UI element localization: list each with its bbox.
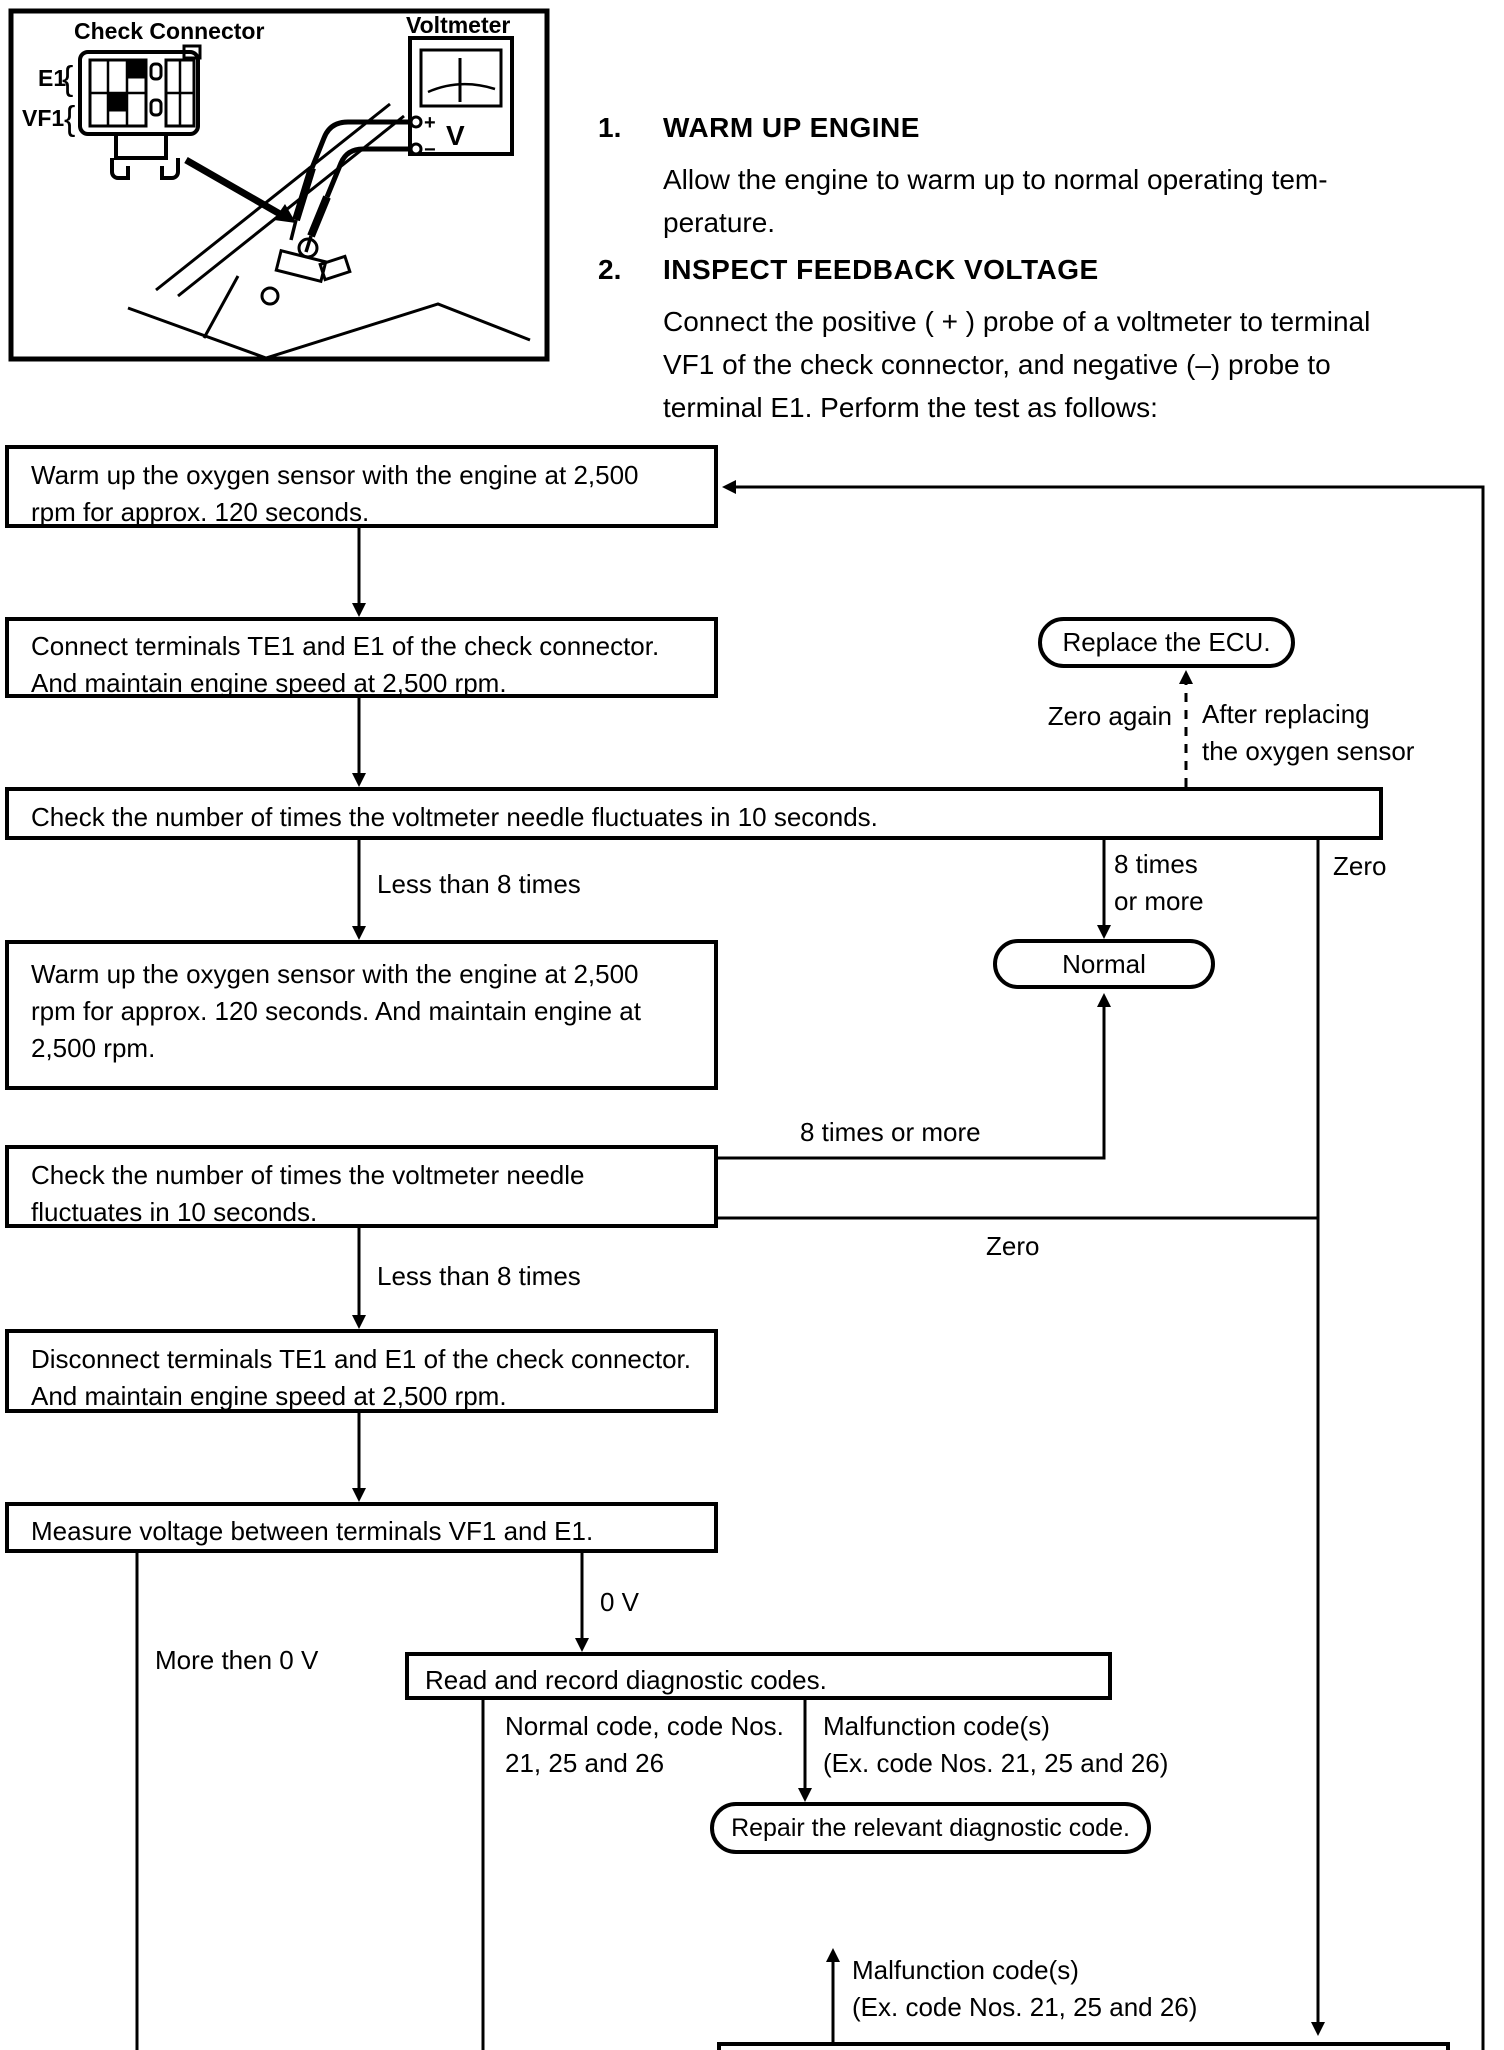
flow-box-warmup-2: Warm up the oxygen sensor with the engin…	[5, 940, 718, 1090]
illustration-figure: Check Connector Voltmeter E1 VF1 { {	[8, 8, 550, 362]
engine-sketch	[127, 102, 531, 360]
arrowhead-down-normal	[1097, 925, 1111, 939]
label-8-times-or-more-stacked: 8 times or more	[1114, 849, 1204, 916]
volt-v-label: V	[446, 120, 465, 151]
flow-box-read-codes: Read and record diagnostic codes.	[405, 1652, 1112, 1700]
edge-return-to-warmup1	[731, 485, 1485, 2050]
brace-e1: {	[62, 60, 73, 98]
terminal-repair-code: Repair the relevant diagnostic code.	[710, 1802, 1151, 1854]
flow-box-check-fluctuation-1: Check the number of times the voltmeter …	[5, 787, 1383, 840]
label-malfunction-bottom: Malfunction code(s) (Ex. code Nos. 21, 2…	[852, 1955, 1198, 2022]
terminal-normal: Normal	[993, 939, 1215, 989]
arrowhead-up-replace-ecu	[1179, 670, 1193, 684]
arrowhead-down-read	[575, 1638, 589, 1652]
label-less-than-8-times-2: Less than 8 times	[377, 1261, 581, 1291]
voltmeter-label: Voltmeter	[406, 12, 510, 38]
label-malfunction-top: Malfunction code(s) (Ex. code Nos. 21, 2…	[823, 1711, 1169, 1778]
flow-box-connect-te1-e1: Connect terminals TE1 and E1 of the chec…	[5, 617, 718, 698]
label-8-times-or-more-inline: 8 times or more	[800, 1117, 981, 1147]
arrowhead-down-5	[352, 1488, 366, 1502]
label-normal-code: Normal code, code Nos. 21, 25 and 26	[505, 1711, 784, 1778]
pin-label-vf1: VF1	[22, 105, 64, 131]
probe-2	[307, 195, 331, 238]
instruction-1-title: WARM UP ENGINE	[663, 112, 920, 143]
arrowhead-down-3	[352, 926, 366, 940]
meter-scale-arc	[427, 82, 496, 94]
label-more-then-0v: More then 0 V	[155, 1645, 319, 1675]
instruction-2-body: Connect the positive ( + ) probe of a vo…	[663, 306, 1371, 423]
arrowhead-down-repair	[798, 1788, 812, 1802]
plus-sign: +	[424, 112, 436, 134]
flow-box-check-fluctuation-2: Check the number of times the voltmeter …	[5, 1145, 718, 1228]
terminal-replace-ecu: Replace the ECU.	[1038, 617, 1295, 668]
label-zero-again: Zero again	[1047, 701, 1172, 731]
arrowhead-down-1	[352, 603, 366, 617]
instruction-2-number: 2.	[598, 254, 622, 285]
flow-box-bottom-cutoff	[717, 2042, 1450, 2050]
label-less-than-8-times-1: Less than 8 times	[377, 869, 581, 899]
label-zero-top: Zero	[1333, 851, 1387, 881]
arrowhead-down-bottom-box	[1311, 2022, 1325, 2036]
minus-sign: −	[424, 139, 436, 161]
label-zero-mid: Zero	[986, 1231, 1040, 1261]
instruction-1-number: 1.	[598, 112, 622, 143]
arrowhead-down-4	[352, 1315, 366, 1329]
label-after-replacing: After replacing the oxygen sensor	[1202, 699, 1415, 766]
arrowhead-up-normal	[1097, 993, 1111, 1007]
check-connector-label: Check Connector	[74, 18, 264, 44]
flow-box-warmup-1: Warm up the oxygen sensor with the engin…	[5, 445, 718, 528]
brace-vf1: {	[64, 100, 75, 138]
arrowhead-left-into-warmup1	[722, 480, 736, 494]
check-connector-drawing	[78, 44, 202, 180]
label-0v: 0 V	[600, 1587, 640, 1617]
edge-check2-8times-to-normal	[718, 999, 1106, 1160]
arrowhead-down-2	[352, 773, 366, 787]
pin-label-e1: E1	[38, 65, 66, 91]
instruction-1-body: Allow the engine to warm up to normal op…	[663, 164, 1328, 238]
flow-box-measure-voltage: Measure voltage between terminals VF1 an…	[5, 1502, 718, 1553]
arrowhead-up-bottom	[826, 1948, 840, 1962]
flow-box-disconnect: Disconnect terminals TE1 and E1 of the c…	[5, 1329, 718, 1413]
figure-frame	[8, 8, 550, 362]
instruction-2-title: INSPECT FEEDBACK VOLTAGE	[663, 254, 1099, 285]
